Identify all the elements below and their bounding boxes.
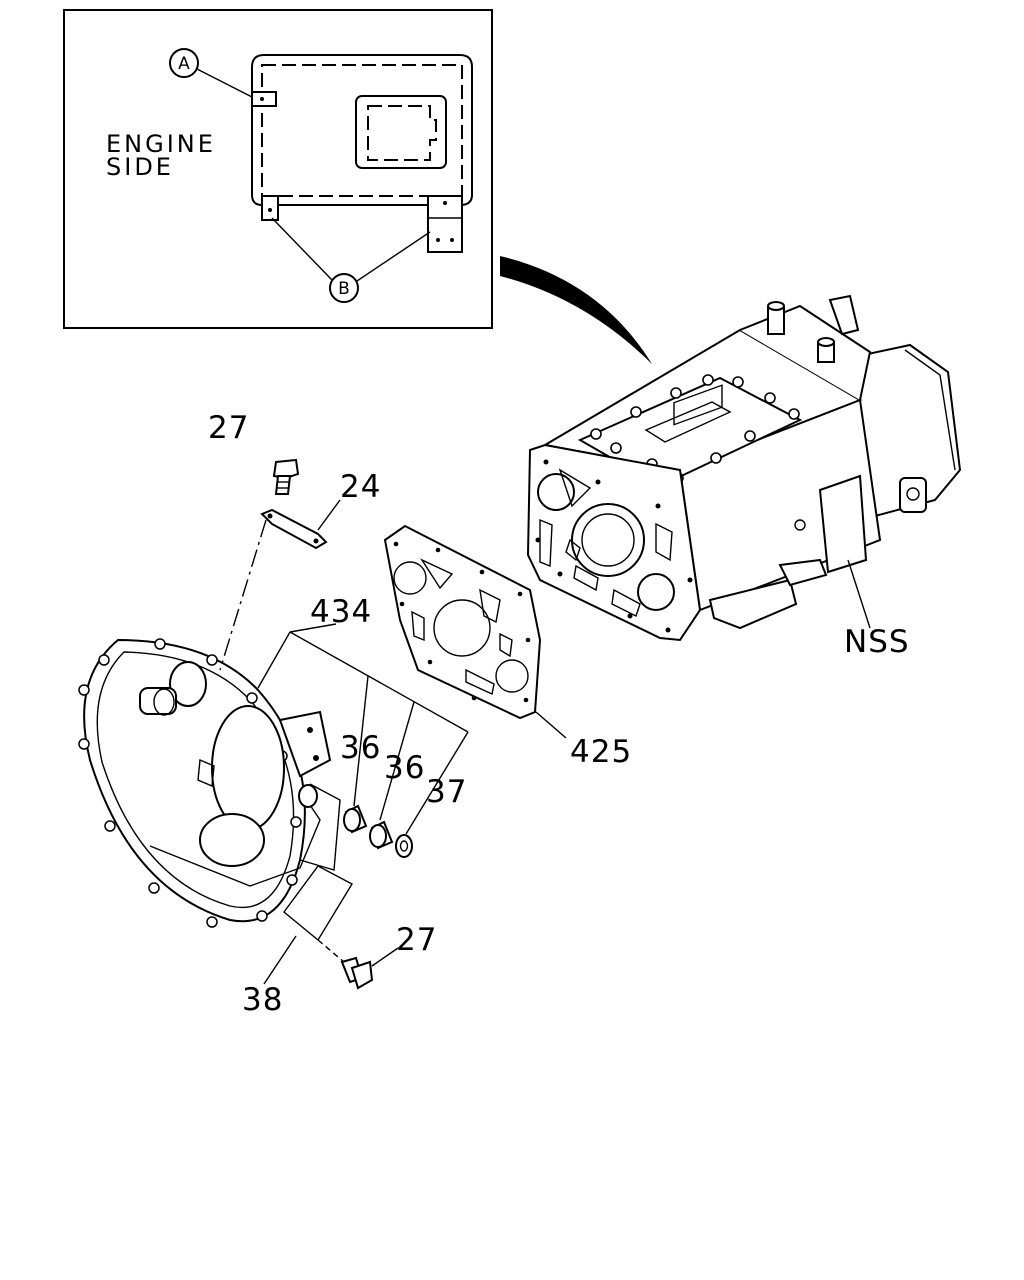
transmission-assembly: [526, 294, 962, 642]
callout-27-bottom: 27: [396, 922, 437, 958]
callout-38: 38: [242, 982, 283, 1018]
bracket-24: [260, 499, 341, 550]
inset-tab-a-hole: [260, 97, 264, 101]
inset-window-dashed: [367, 105, 437, 161]
mount-foot-left: [708, 578, 798, 630]
gasket-outline: [383, 524, 542, 720]
marker-a-circle: [169, 48, 199, 78]
cover-bolts: [590, 374, 800, 484]
marker-a-leader: [196, 68, 253, 98]
cover-leader: [263, 935, 297, 985]
marker-a: A: [178, 54, 190, 74]
side-boss: [818, 474, 868, 574]
marker-b-leader-left: [271, 217, 333, 281]
inset-housing-dashed: [261, 64, 463, 197]
gasket-plate: [383, 524, 567, 739]
callout-37: 37: [426, 774, 467, 810]
front-bore-small-2: [637, 573, 675, 611]
engine-side-label-2: SIDE: [106, 153, 174, 181]
cover-38: [263, 865, 353, 985]
marker-b: B: [338, 279, 350, 299]
inset-border: [63, 9, 493, 329]
nss-leader: [847, 559, 871, 629]
inset-pointer-arrow: [500, 256, 652, 364]
gasket-leader: [535, 711, 567, 739]
upper-bore: [169, 661, 207, 707]
callout-24: 24: [340, 469, 381, 505]
bracket-leader: [317, 499, 341, 531]
kit-434-bracket: [257, 623, 469, 835]
breather-fitting: [767, 307, 785, 335]
callout-nss: NSS: [844, 624, 910, 660]
inset-housing-outline: [251, 54, 473, 206]
callout-27-top: 27: [208, 410, 249, 446]
front-bore-small-1: [537, 473, 575, 511]
bolt-bottom: [317, 939, 399, 990]
flange-bolts: [78, 638, 302, 928]
shift-fitting: [828, 294, 860, 336]
inset-tab-b-right: [427, 195, 463, 253]
clutch-housing: [78, 519, 341, 928]
washer-37: [395, 834, 413, 858]
inner-bore: [211, 705, 285, 831]
rear-plug: [899, 477, 927, 513]
bolt-top: [272, 458, 300, 495]
bushing-bore: [298, 784, 318, 808]
bushing-set: [343, 804, 413, 858]
callout-36-b: 36: [384, 750, 425, 786]
mount-foot-right: [778, 558, 828, 587]
bracket-mount-line: [219, 519, 267, 671]
callout-434: 434: [310, 594, 372, 630]
marker-b-leader-right: [356, 231, 431, 282]
lower-window: [199, 813, 265, 867]
inset-window: [355, 95, 447, 169]
shaft-boss: [139, 687, 177, 715]
callout-425: 425: [570, 734, 632, 770]
marker-b-circle: [329, 273, 359, 303]
callout-36-a: 36: [340, 730, 381, 766]
inset-panel: A B ENGINE SIDE: [63, 9, 493, 329]
engine-side-label-1: ENGINE: [106, 130, 216, 158]
front-bore: [571, 503, 645, 577]
